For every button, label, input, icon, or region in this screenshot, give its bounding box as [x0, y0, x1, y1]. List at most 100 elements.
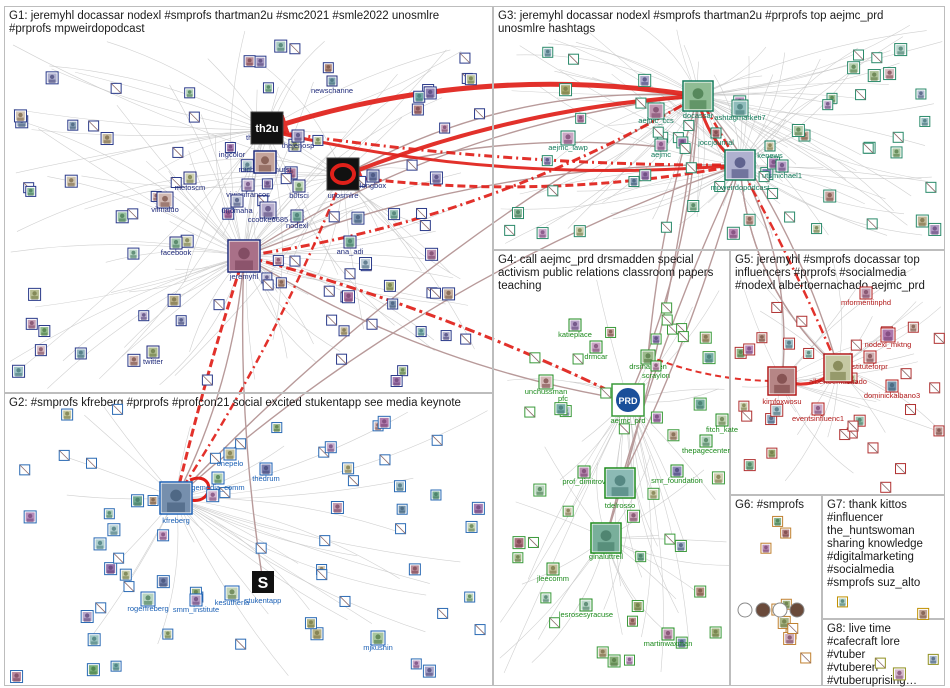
node-avatar[interactable] [554, 402, 568, 416]
node-avatar[interactable] [675, 636, 688, 649]
node-avatar[interactable] [756, 332, 768, 344]
node-avatar[interactable] [933, 425, 945, 437]
node-placeholder[interactable] [847, 420, 859, 432]
node-placeholder[interactable] [19, 464, 31, 476]
node-avatar[interactable] [87, 633, 101, 647]
node-avatar[interactable] [377, 415, 391, 429]
node-placeholder[interactable] [379, 454, 391, 466]
node-placeholder[interactable] [213, 299, 225, 311]
hub-ginaluttrell[interactable] [590, 522, 622, 554]
node-avatar[interactable] [726, 226, 740, 240]
node-avatar[interactable] [883, 67, 897, 81]
hub-unosmlre-logo[interactable] [326, 157, 360, 191]
node-placeholder[interactable] [336, 353, 348, 365]
node-placeholder[interactable] [431, 434, 443, 446]
node-aejmc_ccs[interactable] [647, 102, 665, 120]
node-placeholder[interactable] [568, 53, 580, 65]
hub-thartman2u-logo[interactable]: th2u [250, 111, 284, 145]
node-avatar[interactable] [104, 562, 118, 576]
node-avatar[interactable] [562, 505, 574, 517]
node-kenews[interactable] [764, 140, 776, 152]
node-avatar[interactable] [623, 654, 635, 666]
node-placeholder[interactable] [784, 211, 796, 223]
node-nodexl_mktng[interactable] [880, 327, 896, 343]
node-avatar[interactable] [429, 171, 443, 185]
node-avatar[interactable] [131, 494, 145, 508]
node-prof_dimitrov[interactable] [577, 465, 591, 479]
node-avatar[interactable] [342, 290, 356, 304]
node-avatar[interactable] [890, 146, 903, 159]
node-avatar[interactable] [607, 654, 621, 668]
node-placeholder[interactable] [326, 314, 338, 326]
node-avatar[interactable] [626, 615, 638, 627]
node-placeholder[interactable] [527, 536, 539, 548]
node-placeholder[interactable] [95, 602, 107, 614]
node-avatar[interactable] [157, 529, 170, 542]
node-avatar[interactable] [310, 627, 324, 641]
node-avatar[interactable] [650, 411, 663, 424]
node-placeholder[interactable] [460, 333, 472, 345]
node-placeholder[interactable] [853, 49, 865, 61]
node-avatar[interactable] [262, 82, 274, 94]
node-avatar[interactable] [390, 375, 403, 388]
node-avatar[interactable] [674, 539, 687, 552]
hub-docassar[interactable] [682, 80, 714, 112]
node-avatar[interactable] [271, 422, 283, 434]
node-placeholder[interactable] [925, 181, 937, 193]
node-avatar[interactable] [167, 293, 181, 307]
node-thepagecenter[interactable] [699, 434, 713, 448]
node-aejmc[interactable] [654, 138, 668, 152]
node-avatar[interactable] [783, 631, 797, 645]
node-avatar[interactable] [650, 333, 662, 345]
node-avatar[interactable] [791, 123, 805, 137]
node-avatar[interactable] [694, 585, 707, 598]
node-placeholder[interactable] [661, 302, 673, 314]
hub-mpweirdopodcast[interactable] [724, 149, 756, 181]
node-avatar[interactable] [465, 520, 478, 533]
node-avatar[interactable] [743, 459, 756, 472]
node-placeholder[interactable] [664, 533, 676, 545]
node-avatar[interactable] [626, 509, 640, 523]
node-placeholder[interactable] [429, 287, 441, 299]
node-avatar[interactable] [61, 408, 74, 421]
node-avatar[interactable] [64, 174, 78, 188]
node-avatar[interactable] [811, 223, 823, 235]
node-avatar[interactable] [667, 429, 680, 442]
node-nodexl[interactable] [290, 209, 304, 223]
node-b0tsci[interactable] [292, 179, 306, 193]
node-placeholder[interactable] [529, 352, 541, 364]
node-kesutherla[interactable] [224, 585, 240, 601]
node-avatar[interactable] [423, 86, 437, 100]
node-placeholder[interactable] [741, 410, 753, 422]
node-placeholder[interactable] [905, 404, 917, 416]
node-avatar[interactable] [927, 653, 939, 665]
node-avatar[interactable] [351, 211, 365, 225]
node-placeholder[interactable] [339, 595, 351, 607]
node-avatar[interactable] [408, 563, 421, 576]
node-avatar[interactable] [533, 483, 547, 497]
node-lesrosesyracuse[interactable] [579, 598, 593, 612]
node-avatar[interactable] [411, 103, 424, 116]
node-avatar[interactable] [274, 39, 288, 53]
node-avatar[interactable] [422, 664, 436, 678]
node-placeholder[interactable] [289, 43, 301, 55]
hub-kimfoxwosu[interactable] [767, 366, 797, 396]
node-avatar[interactable] [540, 592, 552, 604]
node-placeholder[interactable] [219, 487, 231, 499]
node-avatar[interactable] [867, 69, 881, 83]
node-placeholder[interactable] [419, 220, 431, 232]
node-avatar[interactable] [342, 462, 355, 475]
node-avatar[interactable] [138, 310, 150, 322]
node-avatar[interactable] [25, 185, 37, 197]
node-katieplace[interactable] [568, 318, 582, 332]
node-avatar[interactable] [10, 670, 24, 684]
node-g6-circle[interactable] [772, 602, 788, 618]
node-placeholder[interactable] [437, 607, 449, 619]
node-placeholder[interactable] [871, 52, 883, 64]
node-avatar[interactable] [439, 122, 451, 134]
node-avatar[interactable] [559, 83, 573, 97]
node-avatar[interactable] [393, 480, 406, 493]
node-onepeloton[interactable] [223, 447, 237, 461]
node-placeholder[interactable] [771, 301, 783, 313]
node-placeholder[interactable] [677, 331, 689, 343]
